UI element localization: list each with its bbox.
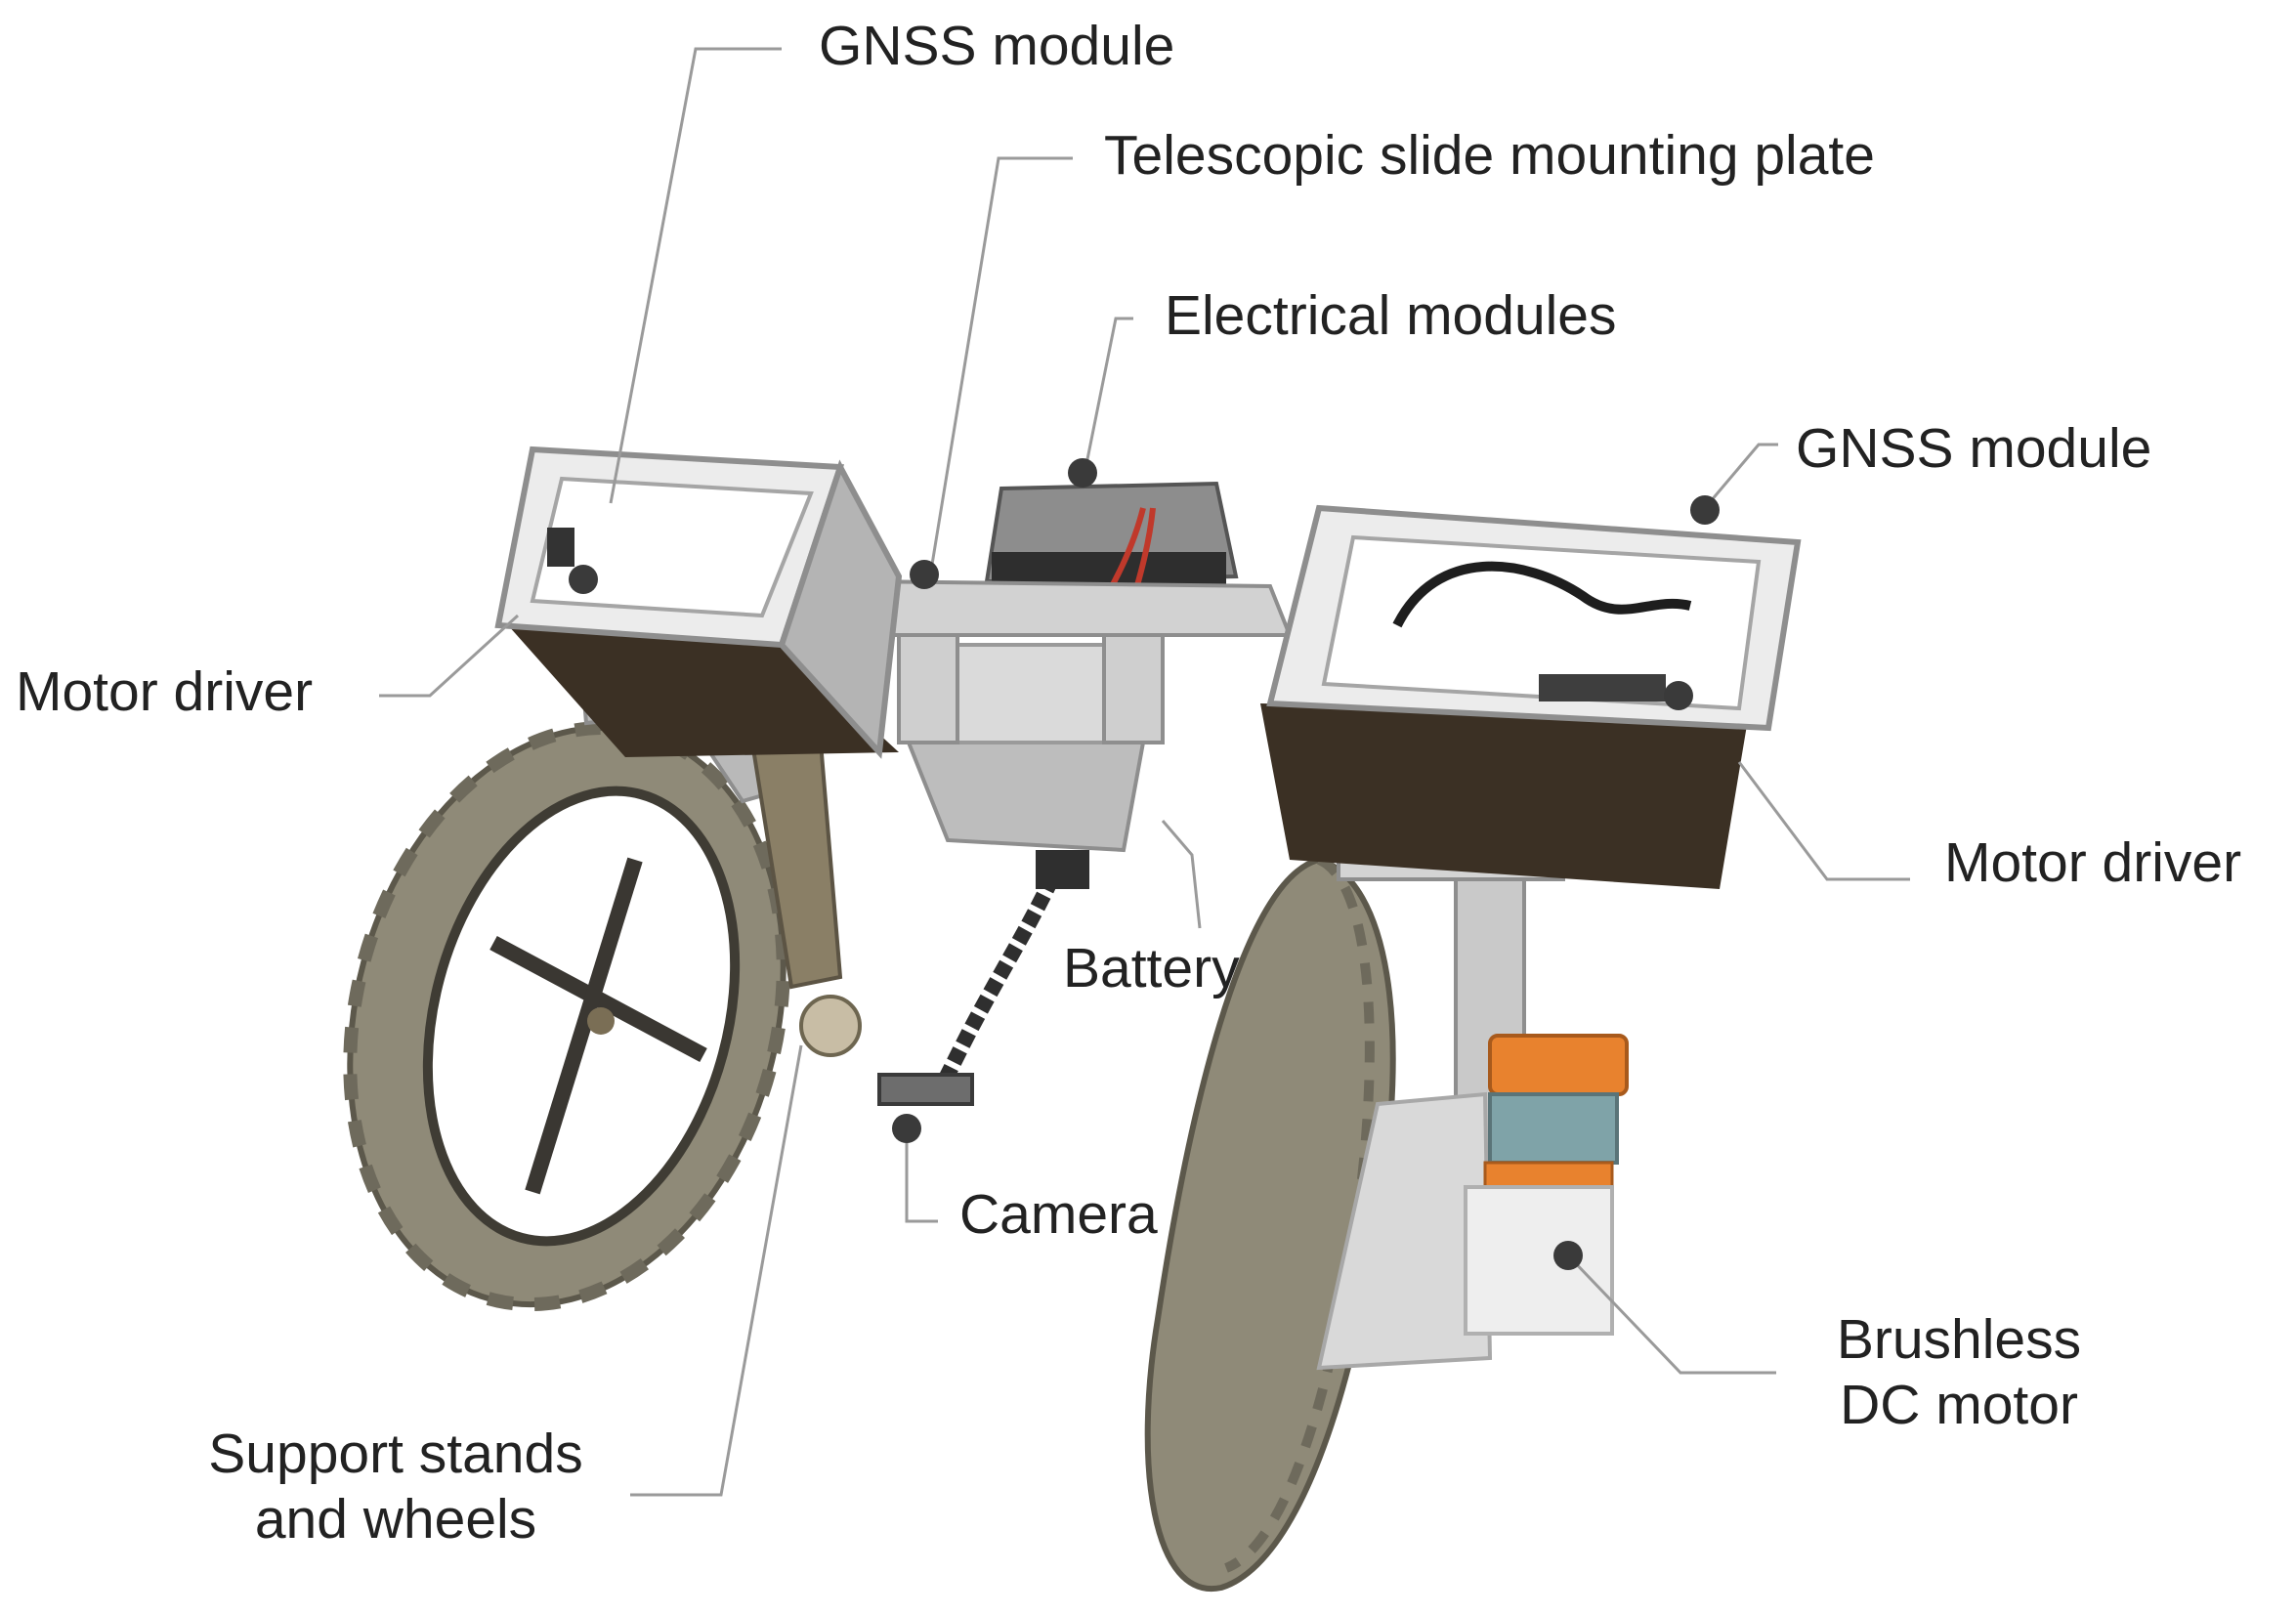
- dot-motor-driver-right: [1664, 681, 1693, 710]
- brushless-dc-motor: [1464, 1034, 1629, 1336]
- leader-gnss-right: [1703, 443, 1778, 509]
- label-support-line1: Support stands: [208, 1423, 583, 1485]
- robot-illustration: [343, 446, 1802, 1593]
- dot-camera: [892, 1114, 921, 1143]
- dot-gnss-left: [569, 565, 598, 594]
- dot-telescopic: [910, 560, 939, 589]
- label-battery: Battery: [1063, 937, 1240, 999]
- left-frame-box: [494, 446, 903, 759]
- label-brushless-dc-motor: Brushless DC motor: [1798, 1307, 2120, 1439]
- label-brushless-line1: Brushless: [1836, 1308, 2082, 1371]
- battery-unit: [906, 643, 1146, 853]
- leader-motor-driver-right: [1737, 761, 1910, 881]
- leader-support: [630, 1044, 803, 1497]
- label-camera: Camera: [959, 1183, 1158, 1246]
- dot-electrical: [1068, 458, 1097, 488]
- dot-brushless: [1553, 1241, 1583, 1270]
- label-support-line2: and wheels: [254, 1488, 537, 1551]
- leader-electrical: [1083, 317, 1133, 475]
- label-brushless-line2: DC motor: [1840, 1374, 2078, 1437]
- dot-gnss-right: [1690, 495, 1720, 525]
- right-frame-box: [1260, 504, 1802, 889]
- label-telescopic-plate: Telescopic slide mounting plate: [1104, 124, 1875, 187]
- leader-battery: [1161, 820, 1202, 929]
- leader-gnss-left: [609, 47, 782, 504]
- leader-brushless: [1566, 1254, 1776, 1375]
- marker-dots: [569, 458, 1720, 1270]
- leader-telescopic: [928, 156, 1073, 577]
- label-motor-driver-right: Motor driver: [1944, 831, 2242, 894]
- label-support-stands: Support stands and wheels: [166, 1422, 625, 1553]
- camera-arm: [935, 850, 1089, 1088]
- telescopic-slide-plate: [847, 578, 1293, 744]
- leader-camera: [905, 1128, 938, 1223]
- camera-body: [877, 1073, 974, 1106]
- label-gnss-right: GNSS module: [1796, 417, 2152, 480]
- leader-lines: [379, 47, 1910, 1497]
- label-electrical-modules: Electrical modules: [1165, 284, 1617, 347]
- label-motor-driver-left: Motor driver: [16, 660, 314, 723]
- leader-motor-driver-left: [379, 614, 520, 698]
- label-gnss-left: GNSS module: [819, 15, 1175, 77]
